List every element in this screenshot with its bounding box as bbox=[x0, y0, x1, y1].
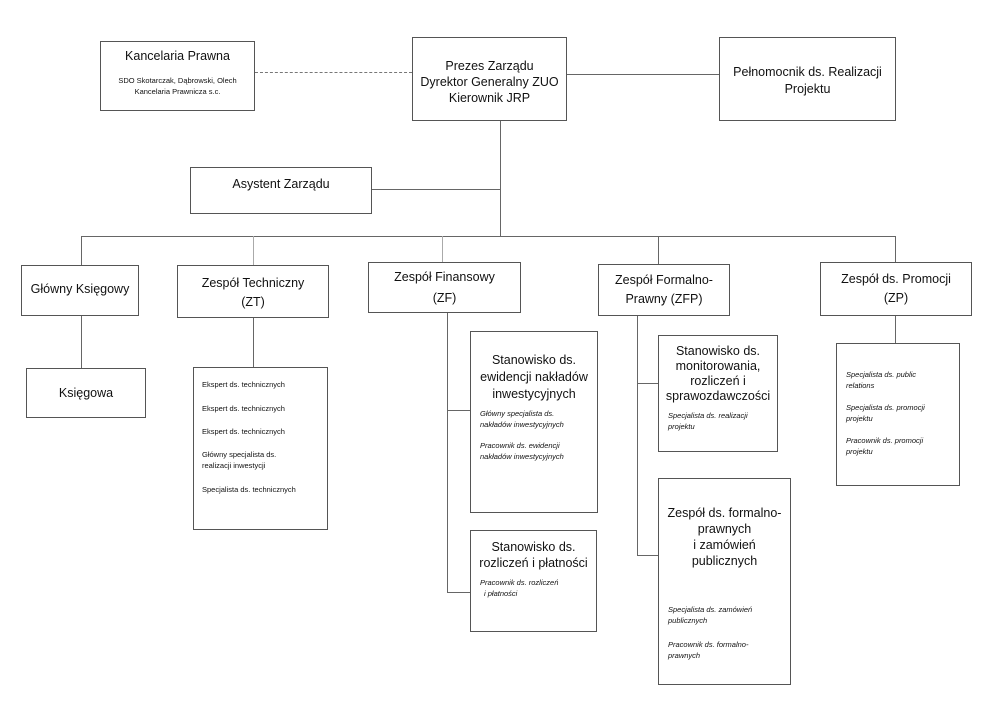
node-kancelaria-prawna: Kancelaria Prawna SDO Skotarczak, Dąbrow… bbox=[100, 41, 255, 111]
connector-zt bbox=[253, 236, 254, 265]
node-ksiegowa-title: Księgowa bbox=[58, 386, 114, 400]
connector-prezes-trunk bbox=[500, 121, 501, 237]
zf-ewid-line1: Stanowisko ds. bbox=[491, 353, 577, 367]
node-zp-members: Specjalista ds. public relations Specjal… bbox=[836, 343, 960, 486]
connector-horizontal-bus bbox=[81, 236, 895, 237]
node-prezes-zarzadu: Prezes Zarządu Dyrektor Generalny ZUO Ki… bbox=[412, 37, 567, 121]
node-zt-line2: (ZT) bbox=[241, 295, 265, 309]
zp-item3b: projektu bbox=[846, 447, 873, 456]
zfp-monit-item1b: projektu bbox=[668, 422, 695, 431]
node-kancelaria-title: Kancelaria Prawna bbox=[125, 49, 230, 63]
zf-rozl-item1b: i płatności bbox=[484, 589, 518, 598]
zt-member-5: Specjalista ds. technicznych bbox=[202, 485, 296, 494]
zfp-monit-line4: sprawozdawczości bbox=[665, 389, 771, 403]
zp-item1b: relations bbox=[846, 381, 875, 390]
zfp-monit-line2: monitorowania, bbox=[675, 359, 761, 373]
zf-ewid-item2a: Pracownik ds. ewidencji bbox=[480, 441, 560, 450]
node-prezes-line2: Dyrektor Generalny ZUO bbox=[420, 75, 559, 89]
node-zp-line1: Zespół ds. Promocji bbox=[841, 272, 951, 286]
node-zespol-formalno-prawny: Zespół Formalno- Prawny (ZFP) bbox=[598, 264, 730, 316]
zfp-monit-line1: Stanowisko ds. bbox=[675, 344, 761, 358]
node-zt-line1: Zespół Techniczny bbox=[201, 276, 305, 290]
zf-ewid-line3: inwestycyjnych bbox=[492, 387, 576, 401]
connector-zp-list bbox=[895, 316, 896, 343]
connector-zfp-trunk bbox=[637, 316, 638, 556]
node-glowny-ksiegowy: Główny Księgowy bbox=[21, 265, 139, 316]
zf-ewid-item1a: Główny specjalista ds. bbox=[480, 409, 555, 418]
zfp-formal-item2a: Pracownik ds. formalno- bbox=[668, 640, 749, 649]
node-pelnomocnik-line2: Projektu bbox=[784, 82, 831, 96]
connector-glowny bbox=[81, 236, 82, 265]
node-zfp-formalno-prawne: Zespół ds. formalno- prawnych i zamówień… bbox=[658, 478, 791, 685]
connector-asystent bbox=[372, 189, 501, 190]
zfp-formal-item1b: publicznych bbox=[668, 616, 708, 625]
node-asystent-zarzadu: Asystent Zarządu bbox=[190, 167, 372, 214]
zp-item2b: projektu bbox=[846, 414, 873, 423]
connector-kancelaria-prezes bbox=[255, 72, 412, 73]
node-zespol-promocji: Zespół ds. Promocji (ZP) bbox=[820, 262, 972, 316]
node-zf-line2: (ZF) bbox=[432, 291, 457, 305]
node-kancelaria-sub1: SDO Skotarczak, Dąbrowski, Olech bbox=[118, 76, 237, 85]
node-prezes-line3: Kierownik JRP bbox=[448, 91, 531, 105]
zf-ewid-item1b: nakładów inwestycyjnych bbox=[480, 420, 564, 429]
connector-glowny-ksiegowa bbox=[81, 316, 82, 368]
node-zfp-monitorowanie: Stanowisko ds. monitorowania, rozliczeń … bbox=[658, 335, 778, 452]
zp-item3a: Pracownik ds. promocji bbox=[846, 436, 924, 445]
zt-member-4a: Główny specjalista ds. bbox=[202, 450, 277, 459]
node-zespol-finansowy: Zespół Finansowy (ZF) bbox=[368, 262, 521, 313]
connector-zfp bbox=[658, 236, 659, 264]
node-zf-line1: Zespół Finansowy bbox=[394, 270, 495, 284]
connector-zfp-formal bbox=[637, 555, 658, 556]
zt-member-2: Ekspert ds. technicznych bbox=[202, 404, 285, 413]
node-zespol-techniczny: Zespół Techniczny (ZT) bbox=[177, 265, 329, 318]
zf-rozl-line2: rozliczeń i płatności bbox=[479, 556, 588, 570]
connector-zt-list bbox=[253, 318, 254, 367]
node-prezes-line1: Prezes Zarządu bbox=[445, 59, 534, 73]
node-pelnomocnik: Pełnomocnik ds. Realizacji Projektu bbox=[719, 37, 896, 121]
zfp-formal-line3: i zamówień bbox=[693, 538, 756, 552]
connector-zf-trunk bbox=[447, 313, 448, 593]
zt-member-1: Ekspert ds. technicznych bbox=[202, 380, 285, 389]
zfp-formal-line4: publicznych bbox=[691, 554, 758, 568]
node-kancelaria-sub2: Kancelaria Prawnicza s.c. bbox=[134, 87, 221, 96]
connector-zp bbox=[895, 236, 896, 262]
node-zf-ewidencja: Stanowisko ds. ewidencji nakładów inwest… bbox=[470, 331, 598, 513]
zp-item2a: Specjalista ds. promocji bbox=[846, 403, 925, 412]
zp-item1a: Specjalista ds. public bbox=[846, 370, 917, 379]
zfp-formal-item1a: Specjalista ds. zamówień bbox=[668, 605, 753, 614]
node-pelnomocnik-line1: Pełnomocnik ds. Realizacji bbox=[733, 65, 882, 79]
node-zp-line2: (ZP) bbox=[883, 291, 909, 305]
zfp-monit-line3: rozliczeń i bbox=[690, 374, 746, 388]
node-zfp-line2: Prawny (ZFP) bbox=[625, 292, 703, 306]
node-asystent-title: Asystent Zarządu bbox=[232, 177, 330, 191]
connector-prezes-pelnomocnik bbox=[567, 74, 719, 75]
zfp-formal-item2b: prawnych bbox=[668, 651, 701, 660]
zt-member-4b: realizacji inwestycji bbox=[202, 461, 266, 470]
zfp-monit-item1a: Specjalista ds. realizacji bbox=[668, 411, 748, 420]
node-glowny-title: Główny Księgowy bbox=[30, 282, 130, 296]
zf-ewid-line2: ewidencji nakładów bbox=[480, 370, 588, 384]
node-zfp-line1: Zespół Formalno- bbox=[615, 273, 713, 287]
connector-zf-ewid bbox=[447, 410, 470, 411]
node-zt-members: Ekspert ds. technicznych Ekspert ds. tec… bbox=[193, 367, 328, 530]
zt-member-3: Ekspert ds. technicznych bbox=[202, 427, 285, 436]
zfp-formal-line2: prawnych bbox=[697, 522, 752, 536]
zf-rozl-line1: Stanowisko ds. bbox=[491, 540, 576, 554]
connector-zf-rozl bbox=[447, 592, 470, 593]
connector-zf bbox=[442, 236, 443, 262]
connector-zfp-monit bbox=[637, 383, 658, 384]
node-zf-rozliczenia: Stanowisko ds. rozliczeń i płatności Pra… bbox=[470, 530, 597, 632]
zf-rozl-item1a: Pracownik ds. rozliczeń bbox=[480, 578, 559, 587]
zf-ewid-item2b: nakładów inwestycyjnych bbox=[480, 452, 564, 461]
node-ksiegowa: Księgowa bbox=[26, 368, 146, 418]
zfp-formal-line1: Zespół ds. formalno- bbox=[667, 506, 782, 520]
